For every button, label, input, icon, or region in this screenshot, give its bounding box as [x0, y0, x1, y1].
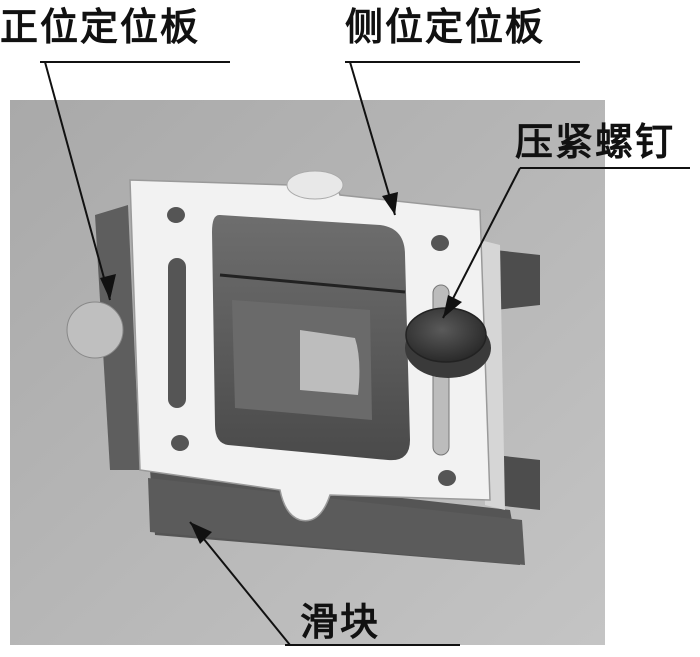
- left-knob: [66, 301, 124, 359]
- left-hole-top: [167, 207, 185, 223]
- label-pressing-screw: 压紧螺钉: [515, 120, 675, 164]
- pressing-screw-head: [405, 307, 487, 363]
- left-slot: [168, 258, 186, 408]
- right-hole-bottom: [438, 470, 456, 486]
- screw-arrowhead: [443, 295, 462, 318]
- right-support-top: [495, 250, 540, 310]
- slider-block-front: [148, 478, 525, 565]
- label-side-positioning-plate: 侧位定位板: [345, 5, 545, 49]
- front-plate-arrowhead: [100, 274, 116, 300]
- label-front-positioning-plate: 正位定位板: [0, 5, 200, 49]
- right-support-bottom: [495, 455, 540, 510]
- front-plate-leader: [44, 61, 111, 301]
- side-plate-arrowhead: [382, 192, 398, 215]
- slider-leader: [189, 521, 291, 646]
- window-inner-highlight: [300, 330, 360, 395]
- top-tab: [286, 170, 344, 200]
- left-hole-bottom: [171, 435, 189, 451]
- side-plate-leader: [349, 61, 396, 216]
- slider-arrowhead: [190, 522, 212, 544]
- screw-leader: [442, 167, 521, 319]
- right-hole-top: [431, 235, 449, 251]
- label-slider: 滑块: [300, 600, 380, 644]
- window-divider: [219, 273, 406, 294]
